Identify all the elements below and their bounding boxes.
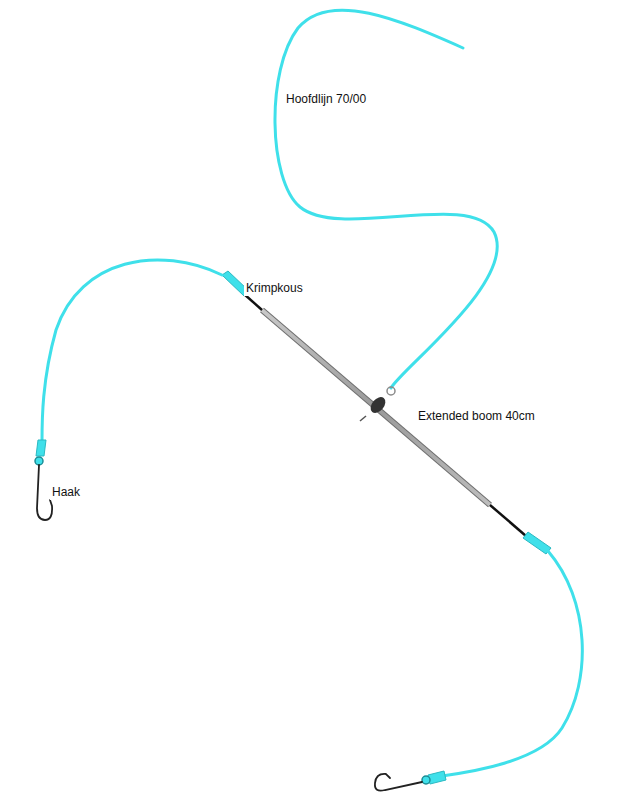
hook-sleeve [36,440,46,456]
hook-sleeve [428,771,446,784]
part-label: Hoofdlijn 70/00 [284,92,368,107]
swivel-ring [387,387,395,395]
boom-wire [244,294,262,310]
snood [442,551,582,776]
boom-outline [262,310,490,505]
boom-tube [262,310,490,505]
part-label: Extended boom 40cm [416,409,537,424]
swivel-pin [360,416,366,421]
part-label: Krimpkous [244,281,305,296]
snood [42,260,222,442]
hook-eye [35,457,43,465]
hook-eye [422,776,430,784]
part-label: Haak [50,485,82,500]
hook [375,774,422,791]
swivel [368,394,389,416]
main-line [275,10,497,388]
boom-wire [490,505,526,536]
